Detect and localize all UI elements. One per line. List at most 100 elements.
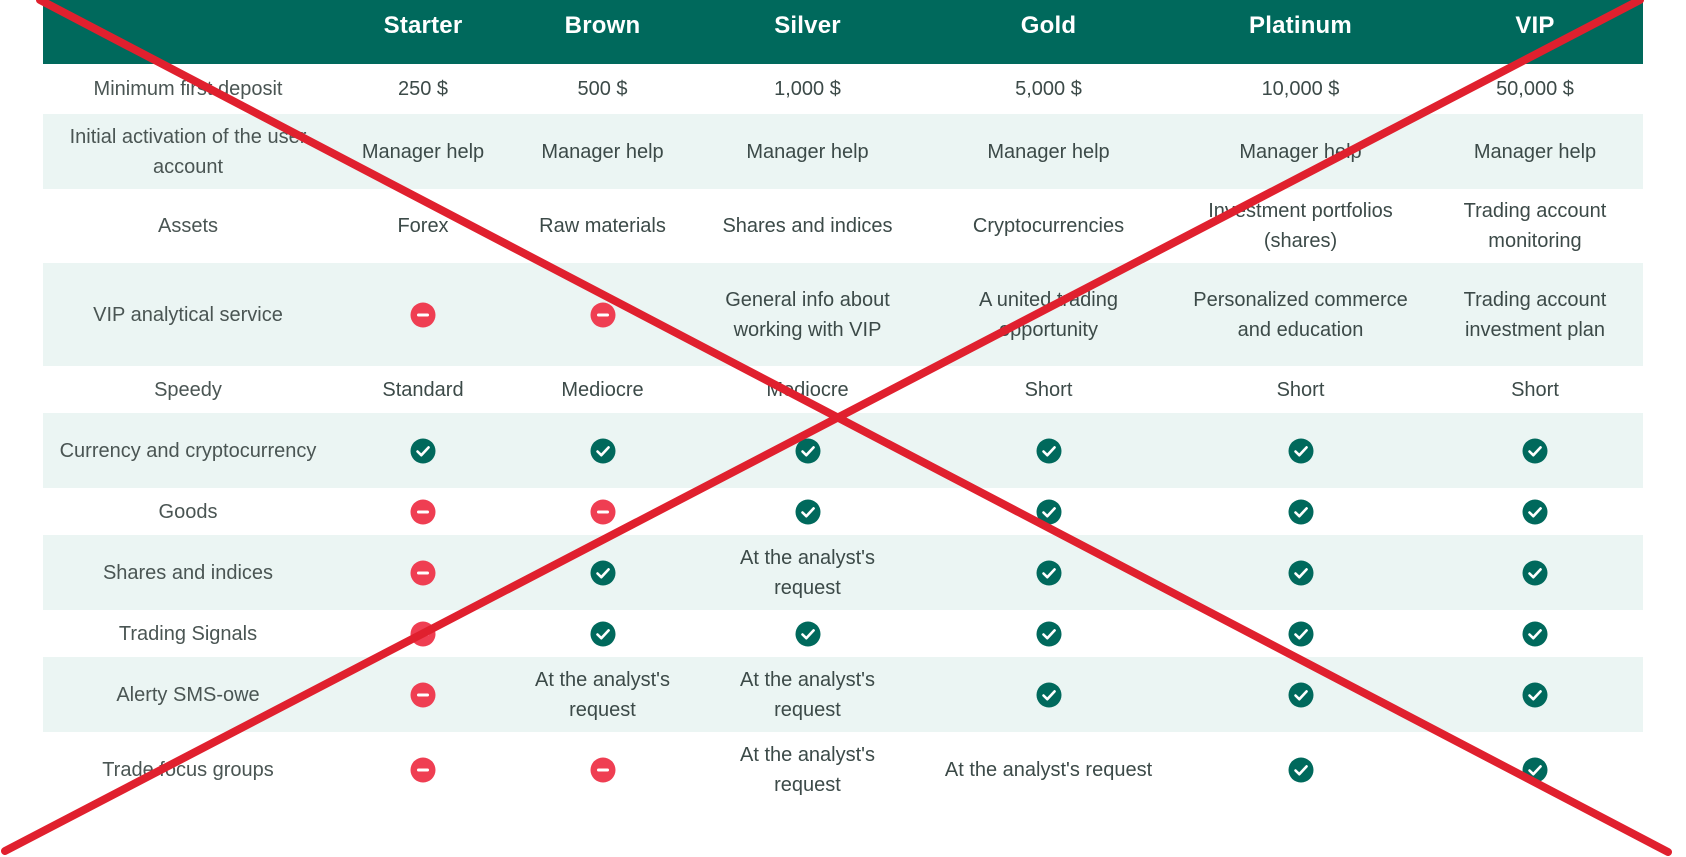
table-cell: At the analyst's request xyxy=(944,758,1153,781)
table-cell: 500 $ xyxy=(577,78,628,100)
table-row: Alerty SMS-owe At the analyst's request At… xyxy=(43,657,1643,732)
table-cell: Manager help xyxy=(1239,140,1362,163)
table-cell-included xyxy=(923,488,1174,535)
check-circle-icon xyxy=(1036,499,1061,524)
table-cell: Forex xyxy=(397,215,449,237)
minus-circle-icon xyxy=(590,499,615,524)
table-cell-included xyxy=(1174,488,1427,535)
table-cell: Investment portfolios (shares) xyxy=(1208,200,1393,252)
check-circle-icon xyxy=(1522,560,1548,585)
table-cell-included xyxy=(923,535,1174,610)
table-cell-excluded xyxy=(333,535,513,610)
table-cell: Standard xyxy=(382,378,464,401)
table-cell-included xyxy=(1427,610,1643,657)
table-row: Currency and cryptocurrency xyxy=(43,413,1643,488)
row-label: Assets xyxy=(157,215,219,237)
minus-circle-icon xyxy=(590,302,615,327)
table-cell: 5,000 $ xyxy=(1015,78,1082,100)
minus-circle-icon xyxy=(410,757,436,782)
table-cell-included xyxy=(923,610,1174,657)
table-cell-included xyxy=(513,413,692,488)
table-cell: 1,000 $ xyxy=(774,78,841,100)
check-circle-icon xyxy=(590,438,615,463)
table-cell-excluded xyxy=(333,610,513,657)
check-circle-icon xyxy=(1288,499,1313,524)
row-label: Goods xyxy=(158,500,218,523)
table-cell-excluded xyxy=(513,488,692,535)
check-circle-icon xyxy=(1288,560,1313,585)
table-cell-excluded xyxy=(513,263,692,366)
table-cell-included xyxy=(513,535,692,610)
table-cell-included xyxy=(513,610,692,657)
table-cell-excluded xyxy=(333,732,513,807)
row-label: Alerty SMS-owe xyxy=(116,683,260,706)
table-cell: Manager help xyxy=(1473,140,1597,163)
column-header-gold: Gold xyxy=(1020,12,1077,39)
table-row: VIP analytical service General info about… xyxy=(43,263,1643,366)
column-header-silver: Silver xyxy=(774,12,841,39)
table-cell-excluded xyxy=(333,488,513,535)
table-cell: 250 $ xyxy=(397,78,449,100)
table-cell: Manager help xyxy=(987,140,1110,163)
row-label: Shares and indices xyxy=(102,561,274,584)
check-circle-icon xyxy=(410,438,436,463)
header-empty-cell xyxy=(43,0,333,64)
check-circle-icon xyxy=(1522,682,1548,707)
row-label: Speedy xyxy=(154,378,222,401)
table-cell: Short xyxy=(1276,378,1325,401)
table-cell: Cryptocurrencies xyxy=(972,215,1125,237)
table-cell: General info about working with VIP xyxy=(725,288,890,341)
table-cell: Mediocre xyxy=(766,378,849,401)
row-label: Trade focus groups xyxy=(102,758,274,781)
table-cell: At the analyst's request xyxy=(740,743,875,796)
table-cell: 10,000 $ xyxy=(1261,78,1340,100)
check-circle-icon xyxy=(1288,621,1313,646)
table-cell: Mediocre xyxy=(561,378,644,401)
check-circle-icon xyxy=(1288,682,1313,707)
table-row: Trade focus groups At the analyst's reque… xyxy=(43,732,1643,807)
table-cell: At the analyst's request xyxy=(740,546,875,599)
column-header-brown: Brown xyxy=(564,12,641,39)
table-cell-included xyxy=(1427,535,1643,610)
table-cell: Raw materials xyxy=(539,215,666,237)
table-cell-included xyxy=(1427,488,1643,535)
check-circle-icon xyxy=(1036,438,1061,463)
check-circle-icon xyxy=(1522,438,1548,463)
table-cell: Trading account monitoring xyxy=(1463,200,1607,252)
column-header-platinum: Platinum xyxy=(1249,12,1352,39)
check-circle-icon xyxy=(1036,621,1061,646)
minus-circle-icon xyxy=(410,499,436,524)
table-cell-included xyxy=(1427,413,1643,488)
table-row: Goods xyxy=(43,488,1643,535)
check-circle-icon xyxy=(795,438,820,463)
table-cell-included xyxy=(923,413,1174,488)
table-cell-included xyxy=(1427,732,1643,807)
column-header-vip: VIP xyxy=(1515,12,1555,39)
check-circle-icon xyxy=(1288,438,1313,463)
table-cell-excluded xyxy=(513,732,692,807)
check-circle-icon xyxy=(1036,560,1061,585)
minus-circle-icon xyxy=(590,757,615,782)
table-cell: At the analyst's request xyxy=(535,668,670,721)
column-header-starter: Starter xyxy=(383,12,463,39)
check-circle-icon xyxy=(590,560,615,585)
table-cell-excluded xyxy=(333,263,513,366)
check-circle-icon xyxy=(1036,682,1061,707)
check-circle-icon xyxy=(590,621,615,646)
check-circle-icon xyxy=(1522,621,1548,646)
row-label: Trading Signals xyxy=(118,622,258,645)
minus-circle-icon xyxy=(410,302,436,327)
table-cell-included xyxy=(1174,413,1427,488)
check-circle-icon xyxy=(1522,757,1548,782)
row-label: Currency and cryptocurrency xyxy=(59,439,317,462)
table-cell: Manager help xyxy=(541,140,664,163)
table-cell-included xyxy=(1174,732,1427,807)
row-label: VIP analytical service xyxy=(93,303,283,326)
table-cell-included xyxy=(1174,535,1427,610)
check-circle-icon xyxy=(1288,757,1313,782)
table-cell: At the analyst's request xyxy=(740,668,875,721)
table-cell: A united trading opportunity xyxy=(979,288,1118,341)
